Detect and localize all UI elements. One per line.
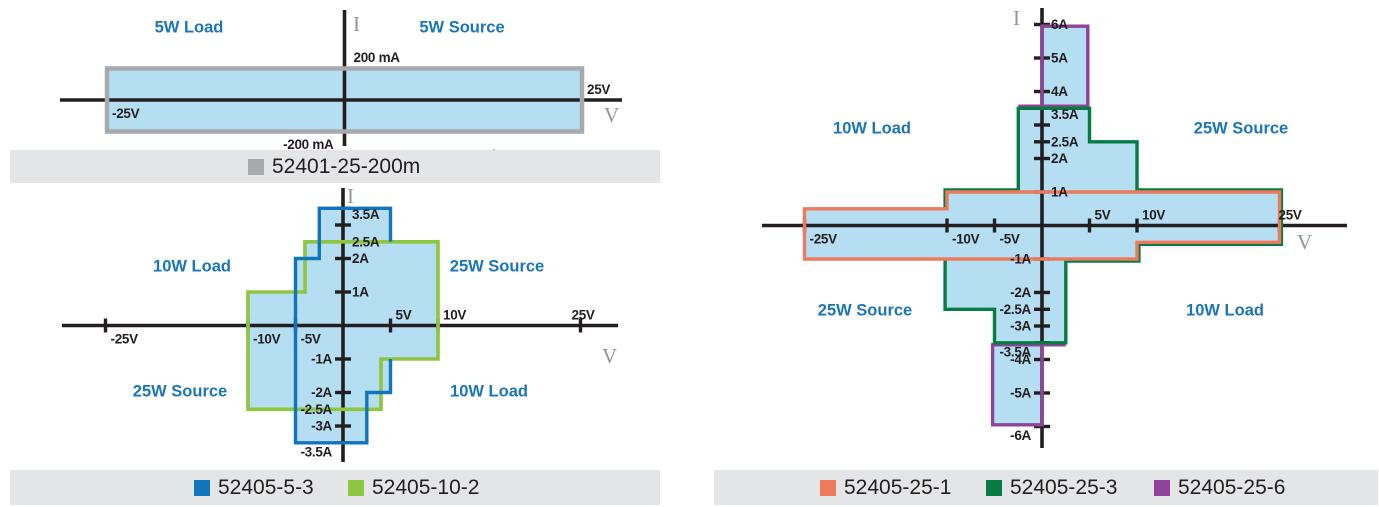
- v-tick-label: -10V: [253, 332, 281, 347]
- v-tick-label: -25V: [111, 332, 139, 347]
- quadrant-label-br: 10W Load: [450, 383, 528, 401]
- quadrant-label-bl: 25W Source: [133, 383, 227, 401]
- legend-item: 52405-5-3: [194, 470, 314, 505]
- envelope-fill-52405-25-6: [1042, 26, 1088, 107]
- v-tick-label: 10V: [1142, 208, 1165, 223]
- i-tick-label: -2.5A: [300, 402, 332, 417]
- i-tick-label: 3.5A: [352, 207, 380, 222]
- envelope-fill-52405-25-6: [992, 344, 1042, 425]
- v-tick-label: -10V: [952, 232, 980, 247]
- envelope-outline-52405-10-2: [246, 240, 440, 412]
- v-axis-letter: V: [604, 103, 619, 127]
- legend-swatch-gray: [248, 158, 264, 175]
- v-axis-letter: V: [1297, 230, 1312, 254]
- v-tick-label: -25V: [112, 106, 140, 121]
- envelope-outline-52405-25-6: [1018, 24, 1090, 108]
- legend-item: 52405-25-6: [1154, 470, 1285, 505]
- quadrant-label-br: 10W Load: [1186, 302, 1264, 320]
- legend-swatch-purple: [1154, 479, 1170, 496]
- legend-label: 52405-25-6: [1178, 475, 1286, 499]
- v-tick-label: 5V: [1095, 208, 1111, 223]
- i-axis-letter: I: [1013, 6, 1020, 30]
- quadrant-label-tr: 25W Source: [450, 258, 544, 276]
- quadrant-label-tl: 10W Load: [153, 258, 231, 276]
- legend-52405-low: 52405-5-3 52405-10-2: [10, 470, 660, 505]
- quadrant-label-tl: 5W Load: [155, 19, 224, 37]
- v-tick-label: -5V: [1000, 232, 1020, 247]
- chart-envelope-25w-high: -25V -10V -5V 5V 10V 25V 6A 5A 4A 3.5A 2.5A 2A 1A -1A…: [762, 6, 1347, 448]
- i-tick-label: -2A: [311, 385, 332, 400]
- v-tick-label: 25V: [572, 308, 595, 323]
- i-tick-label: 1A: [1051, 185, 1068, 200]
- i-tick-label: 200 mA: [354, 50, 401, 65]
- legend-label: 52405-25-3: [1010, 475, 1118, 499]
- legend-52401-25-200m: 52401-25-200m: [10, 150, 660, 183]
- i-tick-label: 1A: [352, 285, 369, 300]
- v-tick-label: 5V: [396, 308, 412, 323]
- i-axis-letter: I: [353, 12, 360, 36]
- i-tick-label: -5A: [1010, 386, 1031, 401]
- quadrant-label-tl: 10W Load: [833, 120, 911, 138]
- i-tick-label: -3.5A: [300, 444, 332, 459]
- legend-52405-high: 52405-25-1 52405-25-3 52405-25-6: [714, 470, 1378, 505]
- envelope-outline-52405-5-3: [293, 206, 393, 445]
- i-tick-label: -3.5A: [999, 344, 1031, 359]
- legend-swatch-darkgreen: [986, 479, 1002, 496]
- legend-label: 52405-25-1: [844, 475, 952, 499]
- envelope-outline-52401-25-200m: [104, 66, 585, 134]
- legend-item: 52401-25-200m: [248, 150, 420, 183]
- legend-item: 52405-25-3: [986, 470, 1117, 505]
- envelope-outline-52405-25-1: [802, 190, 1282, 261]
- v-tick-label: 25V: [587, 82, 610, 97]
- envelope-outline-52405-25-3: [943, 106, 1284, 345]
- i-tick-label: -1A: [311, 352, 332, 367]
- envelope-outline-52405-25-6: [990, 343, 1066, 427]
- i-tick-label: 4A: [1051, 84, 1068, 99]
- legend-label: 52405-10-2: [372, 475, 480, 499]
- i-tick-label: 2A: [1051, 151, 1068, 166]
- legend-swatch-orange: [820, 479, 836, 496]
- i-tick-label: -6A: [1010, 428, 1031, 443]
- quadrant-label-bl: 25W Source: [818, 302, 912, 320]
- i-tick-label: 5A: [1051, 51, 1068, 66]
- i-tick-label: 6A: [1051, 17, 1068, 32]
- legend-swatch-green: [348, 479, 364, 496]
- legend-label: 52401-25-200m: [272, 154, 421, 178]
- i-tick-label: 3.5A: [1051, 107, 1079, 122]
- legend-item: 52405-25-1: [820, 470, 951, 505]
- chart-envelope-25w-low: -25V -10V -5V 5V 10V 25V 3.5A 2.5A 2A 1A -1A -2A -2.…: [62, 184, 618, 462]
- v-tick-label: -25V: [810, 232, 838, 247]
- i-tick-label: 2.5A: [352, 234, 380, 249]
- i-tick-label: -1A: [1010, 252, 1031, 267]
- v-tick-label: 25V: [1279, 208, 1302, 223]
- i-axis-letter: I: [347, 184, 354, 208]
- legend-swatch-blue: [194, 479, 210, 496]
- legend-item: 52405-10-2: [348, 470, 479, 505]
- i-tick-label: -200 mA: [283, 137, 334, 152]
- i-tick-label: -2A: [1010, 285, 1031, 300]
- v-tick-label: -5V: [301, 332, 321, 347]
- v-axis-letter: V: [602, 344, 617, 368]
- i-tick-label: -2.5A: [999, 302, 1031, 317]
- i-tick-label: 2.5A: [1051, 134, 1079, 149]
- quadrant-label-tr: 5W Source: [419, 19, 504, 37]
- i-tick-label: -3A: [311, 419, 332, 434]
- i-tick-label: -3A: [1010, 319, 1031, 334]
- i-tick-label: 2A: [352, 251, 369, 266]
- legend-label: 52405-5-3: [218, 475, 314, 499]
- i-tick-label: -4A: [1010, 352, 1031, 367]
- quadrant-label-tr: 25W Source: [1194, 120, 1288, 138]
- v-tick-label: 10V: [443, 308, 466, 323]
